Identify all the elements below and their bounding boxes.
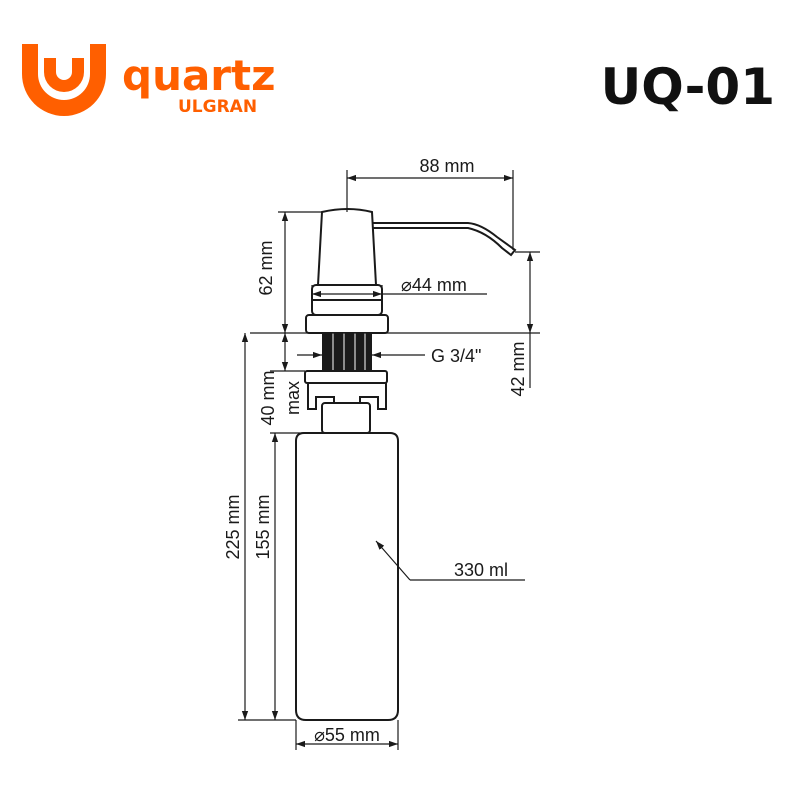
dim-total-height: 225 mm — [223, 494, 243, 559]
dimension-labels: 88 mm 62 mm ⌀44 mm G 3/4" 42 mm 40 mm ma… — [223, 156, 528, 745]
ulgran-u-logo-icon — [22, 44, 106, 116]
dim-bottle-volume: 330 ml — [454, 560, 508, 580]
dim-thread: G 3/4" — [431, 346, 481, 366]
dim-collar-diameter: ⌀44 mm — [401, 275, 467, 295]
bottle-neck — [321, 402, 371, 434]
dim-spout-length: 88 mm — [419, 156, 474, 176]
brand-subname: ULGRAN — [178, 97, 257, 117]
dim-bottle-diameter: ⌀55 mm — [314, 725, 380, 745]
dim-countertop-thickness: 40 mm — [258, 370, 278, 425]
dimension-lines — [238, 170, 540, 750]
brand-name: quartz — [122, 51, 276, 100]
base-flange — [305, 314, 389, 334]
dim-bottle-height: 155 mm — [253, 494, 273, 559]
dim-countertop-max: max — [283, 381, 303, 415]
model-code: UQ-01 — [601, 58, 775, 116]
pump-head — [316, 208, 378, 286]
dim-spout-height: 42 mm — [508, 341, 528, 396]
dispenser-drawing — [295, 208, 517, 721]
spout — [371, 222, 517, 257]
brand-logo: quartz ULGRAN — [22, 44, 276, 117]
mounting-nut — [304, 370, 388, 384]
threaded-shank — [322, 333, 372, 371]
thread-lines — [332, 333, 366, 371]
dim-head-height: 62 mm — [256, 240, 276, 295]
bottle — [295, 432, 399, 721]
